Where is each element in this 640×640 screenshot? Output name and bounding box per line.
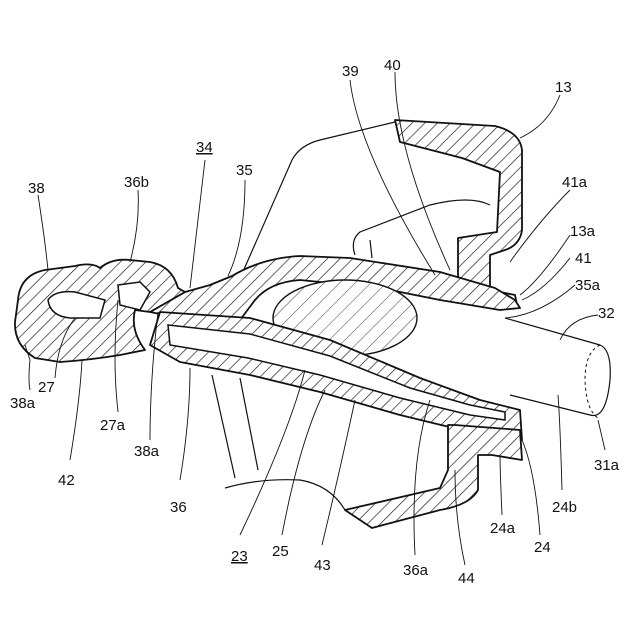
label-32: 32: [598, 305, 615, 322]
label-38: 38: [28, 180, 45, 197]
label-24: 24: [534, 539, 551, 556]
mark-39: [370, 240, 372, 258]
label-35: 35: [236, 162, 253, 179]
label-43: 43: [314, 557, 331, 574]
label-13a: 13a: [570, 223, 596, 240]
label-31a: 31a: [594, 457, 620, 474]
cable-32: [505, 318, 610, 416]
label-39: 39: [342, 63, 359, 80]
bracket-leg-left: [212, 375, 235, 478]
label-42: 42: [58, 472, 75, 489]
label-13: 13: [555, 79, 572, 96]
label-25: 25: [272, 543, 289, 560]
housing-24: [345, 425, 522, 528]
label-36b: 36b: [124, 174, 149, 191]
bracket-leg-right: [240, 378, 258, 470]
label-27a: 27a: [100, 417, 126, 434]
label-24b: 24b: [552, 499, 577, 516]
label-40: 40: [384, 57, 401, 74]
label-44: 44: [458, 570, 475, 587]
label-35a: 35a: [575, 277, 601, 294]
label-24a: 24a: [490, 520, 516, 537]
label-36a: 36a: [403, 562, 429, 579]
cable-end-31a: [585, 345, 600, 418]
label-38a-mid: 38a: [134, 443, 160, 460]
housing-lower-curve: [225, 480, 345, 510]
label-34: 34: [196, 139, 213, 156]
label-36: 36: [170, 499, 187, 516]
label-27: 27: [38, 379, 55, 396]
label-41: 41: [575, 250, 592, 267]
label-41a: 41a: [562, 174, 588, 191]
label-23: 23: [231, 548, 248, 565]
label-38a-left: 38a: [10, 395, 36, 412]
